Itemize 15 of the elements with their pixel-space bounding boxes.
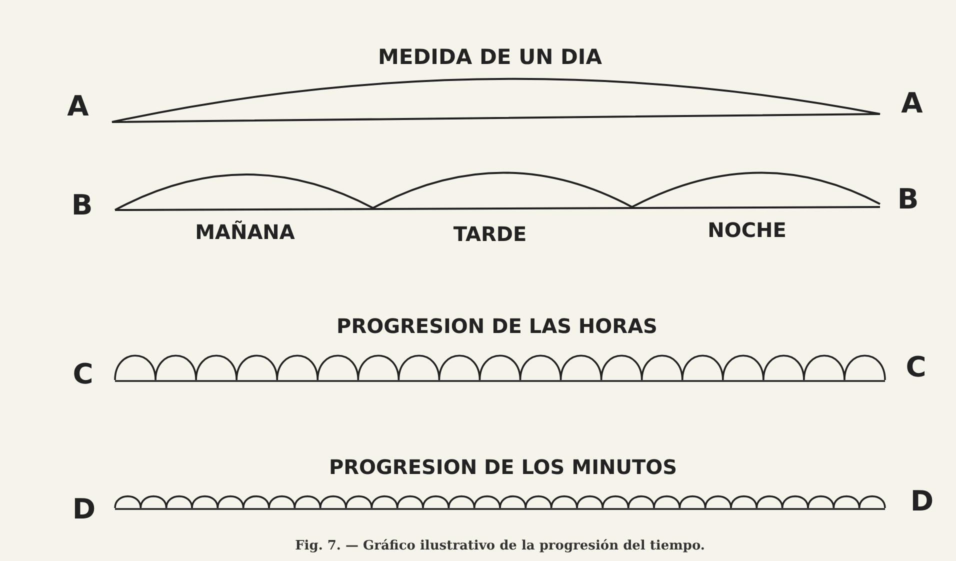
heading: PROGRESION DE LOS MINUTOS	[328, 455, 678, 479]
row-letter: C	[906, 350, 926, 384]
section-label: TARDE	[453, 222, 527, 246]
row-letter: D	[72, 492, 96, 526]
figure-caption: Fig. 7. — Gráfico ilustrativo de la progresión del tiempo.	[295, 538, 705, 554]
row-letter: A	[901, 86, 923, 120]
row-letter: B	[897, 182, 919, 216]
heading: PROGRESION DE LAS HORAS	[336, 314, 658, 338]
row-letter: D	[910, 484, 934, 518]
section-label: NOCHE	[708, 218, 786, 242]
row-letter: B	[71, 188, 93, 222]
heading: MEDIDA DE UN DIA	[378, 45, 602, 69]
section-label: MAÑANA	[195, 220, 295, 244]
row-letter: C	[72, 358, 94, 390]
row-letter: A	[67, 90, 89, 122]
